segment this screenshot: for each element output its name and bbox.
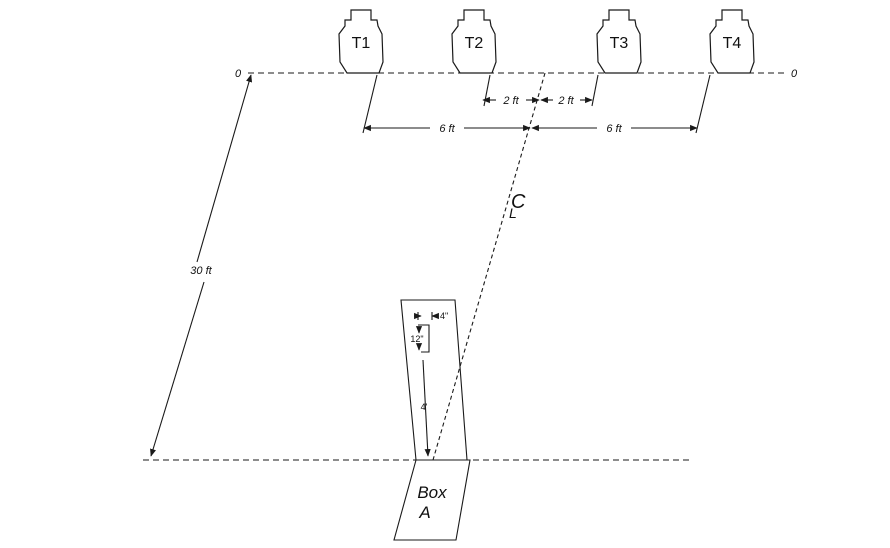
extension-line-t4 bbox=[695, 74, 711, 134]
dim-label-4in: 4" bbox=[440, 311, 448, 321]
target-label-t1: T1 bbox=[352, 35, 371, 52]
target-t4: T4 bbox=[709, 9, 755, 74]
dim-arrow-30ft-down bbox=[150, 281, 205, 457]
dim-arrow-30ft-up bbox=[196, 74, 253, 263]
target-t3: T3 bbox=[596, 9, 642, 74]
target-t1: T1 bbox=[338, 9, 384, 74]
extension-line-t3 bbox=[591, 74, 599, 107]
dim-label-4ft: 4' bbox=[421, 402, 428, 412]
box-outline-upper bbox=[400, 299, 468, 461]
zero-label-right: 0 bbox=[791, 68, 798, 80]
dim-label-12in: 12" bbox=[410, 334, 423, 344]
target-t2: T2 bbox=[451, 9, 497, 74]
zero-label-left: 0 bbox=[235, 68, 242, 80]
centerline-symbol-l: L bbox=[509, 205, 517, 221]
centerline-symbol: C bbox=[511, 191, 526, 213]
target-label-t4: T4 bbox=[723, 35, 742, 52]
target-label-t2: T2 bbox=[465, 35, 484, 52]
aim-mark bbox=[418, 324, 430, 353]
dim-label-2ft-left: 2 ft bbox=[502, 95, 519, 107]
dim-label-6ft-right: 6 ft bbox=[606, 123, 622, 135]
box-a-shape bbox=[393, 459, 471, 541]
dim-label-30ft: 30 ft bbox=[190, 265, 212, 277]
box-label-line1: Box bbox=[417, 483, 447, 502]
target-label-t3: T3 bbox=[610, 35, 629, 52]
extension-line-t2 bbox=[483, 74, 491, 107]
dim-label-6ft-left: 6 ft bbox=[439, 123, 455, 135]
dim-label-2ft-right: 2 ft bbox=[557, 95, 574, 107]
dim-arrow-4ft bbox=[422, 359, 431, 457]
extension-line-t1 bbox=[362, 74, 378, 134]
box-label-line2: A bbox=[418, 503, 430, 522]
